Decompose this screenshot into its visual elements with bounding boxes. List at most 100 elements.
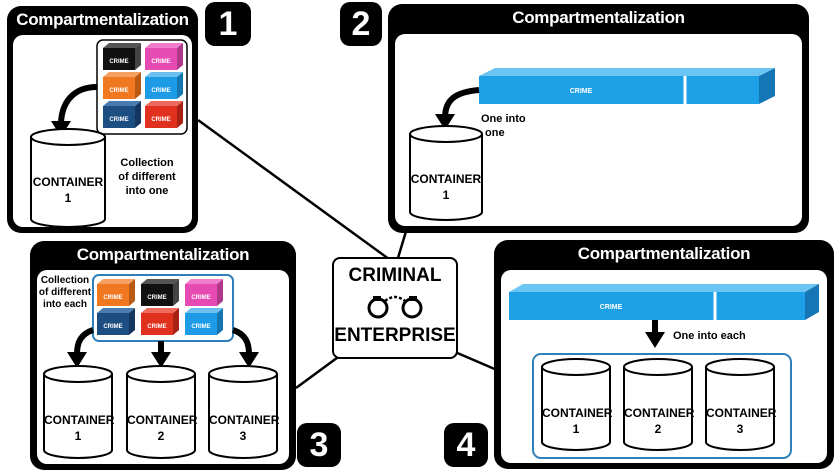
criminal-enterprise-box: CRIMINAL ENTERPRISE bbox=[332, 257, 458, 359]
panel-3-number: 3 bbox=[309, 426, 329, 464]
panel-2-number-badge: 2 bbox=[340, 2, 382, 46]
container-cylinder bbox=[541, 358, 611, 451]
container-number: 3 bbox=[239, 429, 247, 443]
note-line: into one bbox=[125, 185, 169, 197]
crime-block-label: CRIME bbox=[109, 88, 128, 94]
container-label: CONTAINER 1 bbox=[542, 405, 613, 437]
crime-slab-label: CRIME bbox=[600, 304, 623, 311]
panel-4-number: 4 bbox=[456, 426, 476, 464]
connector-line-4 bbox=[454, 350, 498, 372]
container-label: CONTAINER 1 bbox=[44, 412, 115, 444]
crime-block-label: CRIME bbox=[191, 295, 210, 301]
note-line: into each bbox=[43, 299, 87, 310]
note-line: one bbox=[485, 127, 505, 139]
container-cylinder bbox=[409, 125, 483, 221]
center-title-line2: ENTERPRISE bbox=[334, 325, 456, 346]
panel-4-note: One into each bbox=[673, 329, 763, 343]
crime-block: CRIME bbox=[103, 43, 141, 70]
crime-block: CRIME bbox=[145, 101, 183, 128]
container-number: 1 bbox=[572, 422, 580, 436]
note-line: of different bbox=[38, 287, 92, 298]
crime-slab: CRIME bbox=[479, 68, 775, 104]
container-label-text: CONTAINER bbox=[410, 172, 482, 186]
arrow-head bbox=[67, 352, 87, 368]
curved-arrow bbox=[74, 327, 95, 355]
note-line: Collection bbox=[40, 275, 90, 286]
crime-block-label: CRIME bbox=[109, 117, 128, 123]
container-label-text: CONTAINER bbox=[542, 406, 613, 420]
panel-1-note: Collection of different into one bbox=[112, 156, 182, 198]
crime-block-label: CRIME bbox=[151, 88, 170, 94]
note-line: One into each bbox=[673, 330, 746, 342]
crime-block-label: CRIME bbox=[191, 324, 210, 330]
container-label: CONTAINER 1 bbox=[410, 171, 482, 203]
crime-block: CRIME bbox=[185, 279, 223, 306]
container-cylinder bbox=[705, 358, 775, 451]
container-number: 2 bbox=[157, 429, 165, 443]
connector-line-1 bbox=[197, 118, 394, 264]
panel-1: Compartmentalization CRIME CRIME CRIME C… bbox=[7, 6, 198, 233]
panel-2-drawing: CRIME bbox=[409, 68, 775, 221]
container-label-text: CONTAINER bbox=[706, 406, 777, 420]
crime-block: CRIME bbox=[185, 308, 223, 335]
panel-2-note: One into one bbox=[481, 112, 531, 140]
container-number: 3 bbox=[736, 422, 744, 436]
panel-3-body: CRIME CRIME CRIME CRIME CRIME CRIME bbox=[37, 270, 289, 464]
note-line: Collection bbox=[120, 157, 174, 169]
crime-block: CRIME bbox=[145, 72, 183, 99]
panel-1-number: 1 bbox=[218, 5, 238, 43]
crime-block: CRIME bbox=[103, 72, 141, 99]
curved-arrow bbox=[231, 327, 252, 355]
container-number: 2 bbox=[654, 422, 662, 436]
container-number: 1 bbox=[442, 188, 450, 202]
crime-block-label: CRIME bbox=[151, 59, 170, 65]
panel-4-title: Compartmentalization bbox=[577, 244, 751, 263]
crime-block-label: CRIME bbox=[147, 295, 166, 301]
arrow-head bbox=[239, 352, 259, 368]
container-number: 1 bbox=[74, 429, 82, 443]
crime-block: CRIME bbox=[97, 279, 135, 306]
crime-block-label: CRIME bbox=[109, 59, 128, 65]
panel-2-body: CRIME CONTAINER 1 One into one bbox=[395, 34, 802, 226]
crime-block: CRIME bbox=[103, 101, 141, 128]
panel-3: Compartmentalization CRIME CRIME CRIME C… bbox=[30, 241, 296, 470]
container-cylinder bbox=[43, 365, 113, 459]
panel-4-drawing: CRIME bbox=[509, 284, 819, 459]
panel-2-title: Compartmentalization bbox=[512, 8, 685, 27]
container-cylinder bbox=[623, 358, 693, 451]
panel-2-number: 2 bbox=[351, 5, 371, 43]
crime-block: CRIME bbox=[141, 279, 179, 306]
container-label-text: CONTAINER bbox=[624, 406, 695, 420]
panel-1-title: Compartmentalization bbox=[16, 10, 189, 29]
container-cylinder bbox=[126, 365, 196, 459]
panel-4: Compartmentalization CRIME bbox=[494, 240, 834, 469]
crime-block-label: CRIME bbox=[103, 324, 122, 330]
panel-3-drawing: CRIME CRIME CRIME CRIME CRIME CRIME bbox=[43, 274, 278, 459]
panel-1-body: CRIME CRIME CRIME CRIME CRIME CRIME CONT… bbox=[13, 35, 192, 227]
arrow-head bbox=[151, 352, 171, 368]
crime-block: CRIME bbox=[145, 43, 183, 70]
container-label-text: CONTAINER bbox=[32, 175, 104, 189]
note-line: of different bbox=[118, 171, 176, 183]
arrow-head bbox=[435, 114, 455, 130]
curved-arrow bbox=[58, 84, 98, 126]
crime-block: CRIME bbox=[97, 308, 135, 335]
container-label-text: CONTAINER bbox=[44, 413, 115, 427]
container-label: CONTAINER 1 bbox=[31, 174, 105, 206]
connector-line-2 bbox=[396, 227, 409, 259]
crime-slab-label: CRIME bbox=[570, 88, 593, 95]
crime-slab: CRIME bbox=[509, 284, 819, 320]
container-cylinder bbox=[208, 365, 278, 459]
crime-block-label: CRIME bbox=[151, 117, 170, 123]
container-label: CONTAINER 2 bbox=[624, 405, 695, 437]
note-line: One into bbox=[481, 113, 526, 125]
panel-1-drawing: CRIME CRIME CRIME CRIME CRIME CRIME bbox=[30, 39, 188, 227]
panel-2: Compartmentalization CRIME CONTAINER 1 O… bbox=[388, 4, 809, 233]
panel-4-body: CRIME One into each CONTAINER 1 bbox=[501, 270, 827, 463]
container-label: CONTAINER 2 bbox=[127, 412, 198, 444]
container-number: 1 bbox=[64, 191, 72, 205]
container-label-text: CONTAINER bbox=[127, 413, 198, 427]
crime-block: CRIME bbox=[141, 308, 179, 335]
container-cylinder bbox=[30, 128, 106, 227]
